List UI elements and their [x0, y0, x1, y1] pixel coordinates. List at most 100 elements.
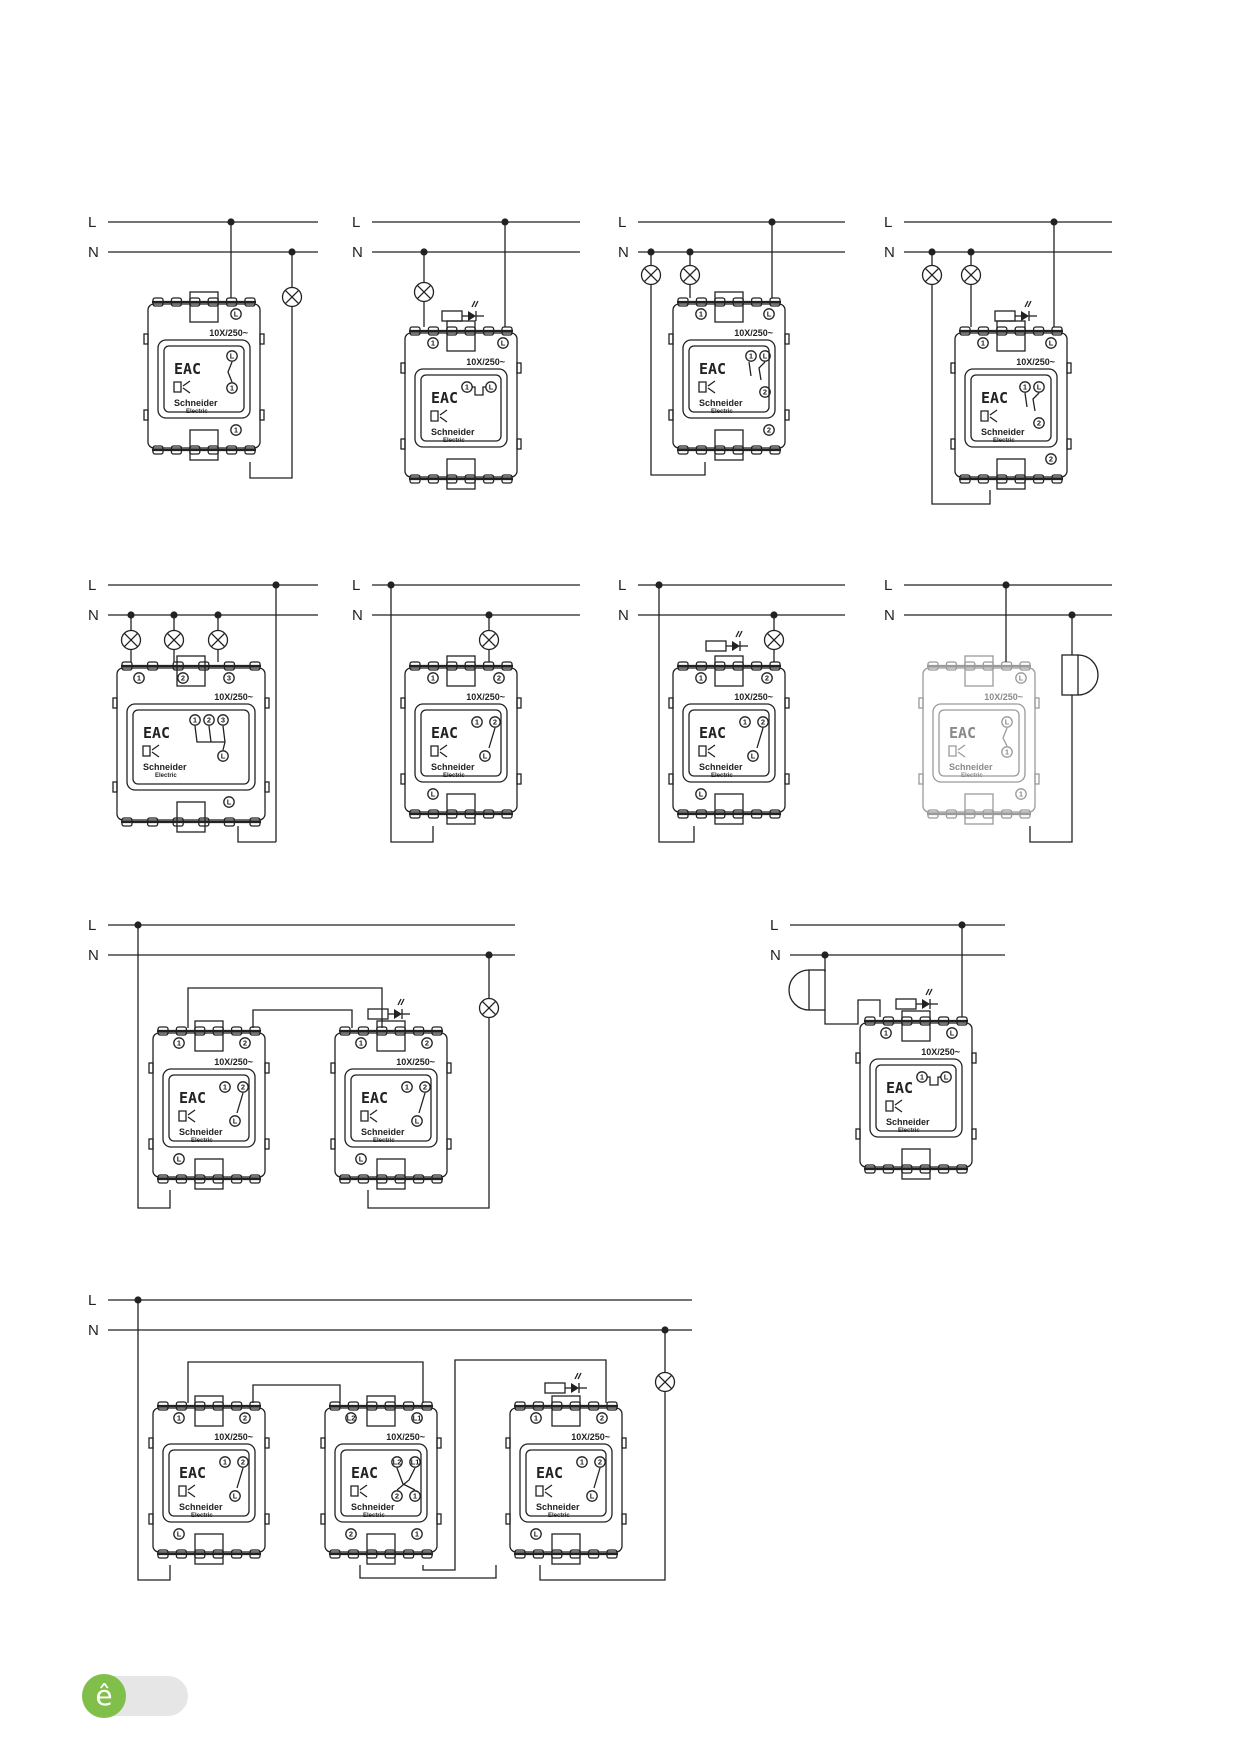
bottom-clamp — [194, 1533, 224, 1565]
screw-terminal — [412, 1174, 425, 1184]
inner-frame-2 — [938, 709, 1020, 777]
rail-label-N: N — [88, 244, 99, 261]
top-terminal-marker: L — [1015, 672, 1027, 684]
inner-frame-2 — [420, 709, 502, 777]
bottom-clamp — [376, 1158, 406, 1190]
top-clamp — [996, 320, 1026, 352]
side-tab — [1034, 773, 1040, 785]
side-tab — [784, 409, 790, 421]
bottom-terminal-marker: 1 — [230, 424, 242, 436]
screw-terminal — [882, 1016, 895, 1026]
screw-terminal — [249, 661, 261, 671]
terminal-label: 1 — [415, 1530, 419, 1539]
terminal-label: 1 — [234, 426, 238, 435]
screw-terminal — [864, 1164, 876, 1174]
side-tab — [400, 697, 406, 709]
contact-line — [236, 1092, 244, 1114]
rail-label-L: L — [352, 214, 360, 231]
internal-terminal-marker: L — [479, 750, 491, 762]
top-clamp — [194, 1395, 224, 1427]
rail-label-N: N — [770, 947, 781, 964]
eac-mark: EAC — [949, 724, 976, 742]
internal-terminal-marker: L1 — [409, 1456, 421, 1468]
terminal-label: L — [177, 1530, 182, 1539]
diagram-11-rails: LN — [88, 1292, 692, 1339]
brand-sub-label: Electric — [993, 438, 1015, 444]
inner-frame — [162, 1068, 256, 1148]
contact-line — [488, 727, 496, 749]
bottom-terminal-marker: L — [695, 788, 707, 800]
terminal-label: L — [230, 352, 235, 361]
top-terminal-marker: L — [946, 1027, 958, 1039]
se-logo-icon — [142, 744, 160, 758]
terminal-label: 3 — [227, 674, 231, 683]
terminal-label: 2 — [207, 716, 211, 725]
side-tab — [971, 1052, 977, 1064]
rating-label: 10X/250~ — [466, 357, 505, 367]
terminal-label: 2 — [1049, 455, 1053, 464]
dimmer-symbol-icon — [441, 300, 484, 322]
side-tab — [1034, 697, 1040, 709]
inner-frame — [157, 339, 251, 419]
brand-sub-label: Electric — [363, 1513, 385, 1519]
top-clamp — [446, 655, 476, 687]
side-tab — [143, 333, 149, 345]
screw-terminal — [750, 809, 763, 819]
terminal-label: L — [221, 752, 226, 761]
terminal-label: 1 — [884, 1029, 888, 1038]
terminal-label: L — [767, 310, 772, 319]
top-terminal-marker: 1 — [133, 672, 145, 684]
side-tab — [446, 1062, 452, 1074]
screw-terminal — [412, 1026, 425, 1036]
bell-return-wire — [824, 999, 881, 1025]
switch-body — [152, 1032, 266, 1178]
traveller-wire — [187, 987, 383, 1028]
screw-terminal — [501, 326, 513, 336]
lamp-icon — [207, 629, 229, 651]
screw-terminal — [249, 1026, 261, 1036]
terminal-label: 1 — [699, 310, 703, 319]
screw-terminal — [230, 1026, 243, 1036]
diagram-8-rails: LN — [884, 577, 1112, 624]
traveller-wire — [252, 1384, 341, 1403]
brand-sub-label: Electric — [548, 1513, 570, 1519]
inner-frame-2 — [875, 1064, 957, 1132]
screw-terminal — [225, 445, 238, 455]
screw-terminal — [482, 474, 495, 484]
terminal-label: L2 — [347, 1414, 356, 1423]
rating-label: 10X/250~ — [214, 1432, 253, 1442]
terminal-label: 2 — [423, 1083, 427, 1092]
top-terminal-marker: 2 — [239, 1412, 251, 1424]
side-tab — [148, 1062, 154, 1074]
terminal-label: 2 — [349, 1530, 353, 1539]
side-tab — [668, 773, 674, 785]
diagram-9-rails: LN — [88, 917, 515, 964]
lamp-icon — [163, 629, 185, 651]
lamp-return-wire — [931, 285, 991, 505]
inner-frame-2 — [350, 1074, 432, 1142]
rail-label-L: L — [88, 577, 96, 594]
side-tab — [112, 697, 118, 709]
terminal-label: L2 — [393, 1458, 402, 1467]
screw-terminal — [927, 661, 939, 671]
side-tab — [400, 773, 406, 785]
side-tab — [259, 409, 265, 421]
terminal-label: 2 — [243, 1414, 247, 1423]
internal-terminal-marker: 1 — [219, 1081, 231, 1093]
side-tab — [400, 362, 406, 374]
inner-frame — [964, 368, 1058, 448]
terminal-label: L — [431, 790, 436, 799]
rail-label-L: L — [352, 577, 360, 594]
line-feed-wire — [137, 925, 171, 1209]
screw-terminal — [409, 809, 421, 819]
terminal-label: 2 — [241, 1458, 245, 1467]
eac-mark: EAC — [361, 1089, 388, 1107]
inner-frame-2 — [168, 1074, 250, 1142]
brand-label: Schneider — [174, 398, 218, 408]
screw-terminal — [769, 809, 781, 819]
inner-frame-2 — [420, 374, 502, 442]
screw-terminal — [769, 661, 781, 671]
